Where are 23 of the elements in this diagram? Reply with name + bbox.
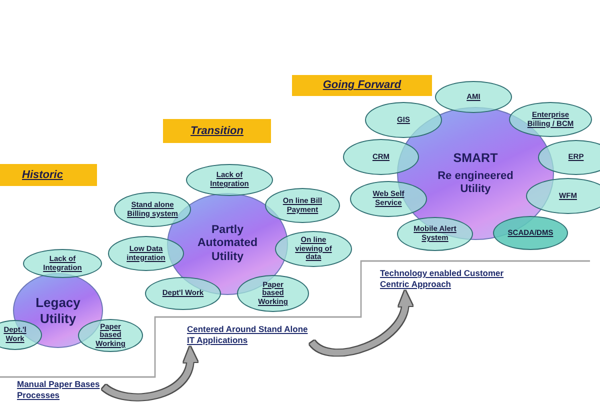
circle-title: Legacy Utility (34, 295, 82, 326)
oval-bubble (509, 102, 592, 137)
oval-bubble (365, 102, 442, 138)
stage-banner (0, 164, 97, 186)
circle-title: SMART (452, 151, 499, 166)
oval-bubble (78, 319, 143, 352)
stage-title: Going Forward (322, 79, 402, 92)
stage-title: Historic (22, 168, 63, 182)
stage-banner (163, 119, 271, 143)
oval-bubble (0, 320, 42, 350)
stage-caption: Manual Paper Bases Processes (17, 379, 103, 400)
stage-caption: Centered Around Stand Alone IT Applications (187, 324, 311, 346)
circle-subtitle: Re engineered Utility (436, 170, 514, 196)
oval-bubble (265, 188, 340, 223)
curved-arrow (102, 346, 197, 400)
oval-bubble (526, 178, 600, 214)
circle-title: Partly Automated Utility (196, 224, 259, 264)
stage-banner (292, 75, 432, 96)
stage-title: Transition (190, 124, 244, 138)
oval-bubble (435, 81, 512, 113)
oval-bubble (538, 140, 600, 175)
oval-bubble (186, 164, 273, 196)
stage-caption: Technology enabled Customer Centric Approach (380, 268, 508, 290)
